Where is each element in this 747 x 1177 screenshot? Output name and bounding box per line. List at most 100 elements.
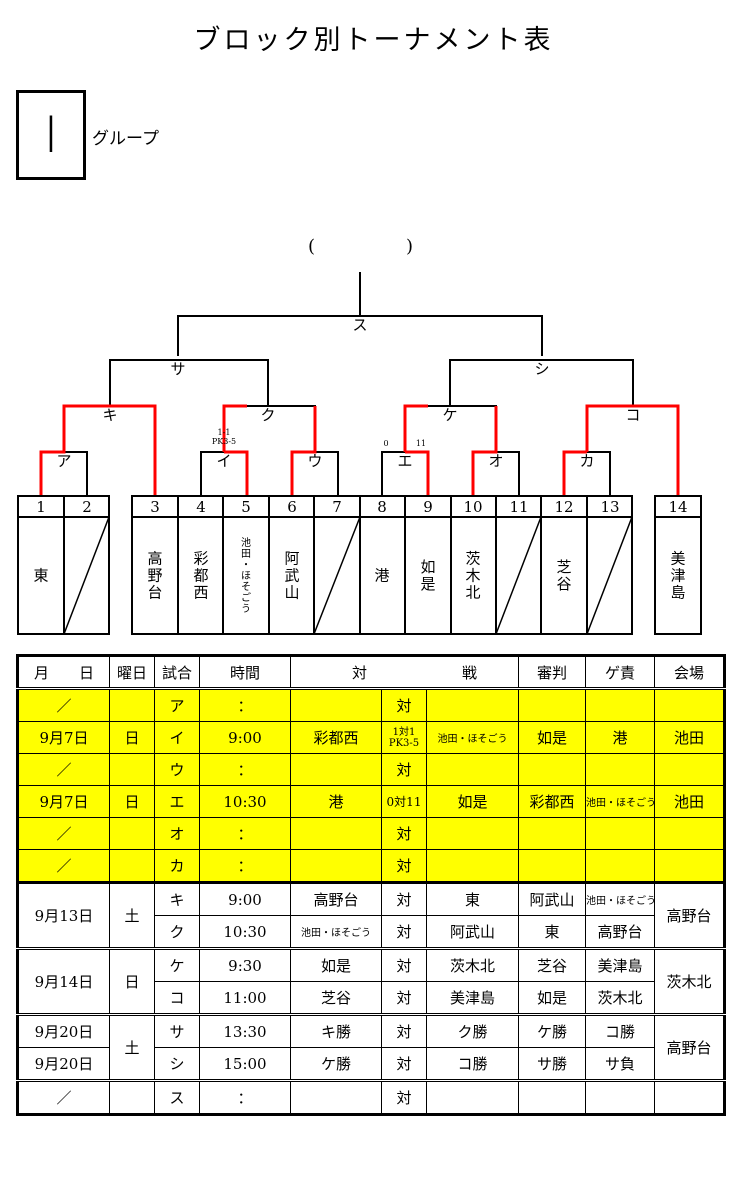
final-paren-close: )	[406, 236, 414, 257]
cell-team1	[290, 817, 382, 850]
cell-vs: 対	[381, 1013, 427, 1048]
cell-team2: 阿武山	[425, 915, 520, 949]
cell-vs: 対	[381, 1079, 427, 1115]
cell-weekday: 日	[109, 785, 155, 818]
header-vs-right: 戦	[462, 663, 478, 682]
cell-match: イ	[154, 721, 200, 754]
cell-referee	[518, 817, 587, 850]
cell-duty	[585, 849, 656, 883]
cell-team1: 池田・ほそごう	[290, 915, 382, 949]
cell-team1: 彩都西	[290, 721, 382, 754]
team-number: 6	[287, 498, 297, 516]
match-label-u: ウ	[307, 452, 322, 470]
score-e-left: 0	[383, 439, 388, 448]
cell-referee: 芝谷	[518, 947, 587, 982]
cell-vs: 0対11	[381, 785, 427, 818]
cell-time: ：	[199, 753, 291, 786]
cell-time: ：	[199, 687, 291, 722]
advance-line-left	[39, 404, 157, 496]
cell-date: 9月20日	[17, 1047, 110, 1081]
cell-duty: 高野台	[585, 915, 656, 949]
team-name: 港	[374, 566, 389, 584]
match-label-shi: シ	[534, 360, 549, 378]
cell-time: 10:30	[199, 785, 291, 818]
score-e-right: 11	[416, 439, 426, 448]
team-number: 7	[332, 498, 342, 516]
cell-date: ／	[17, 1079, 110, 1115]
cell-vs: 対	[381, 947, 427, 982]
cell-weekday: 土	[109, 1013, 155, 1081]
group-letter-box: I	[16, 90, 86, 180]
cell-team2: ク勝	[425, 1013, 520, 1048]
team-number: 2	[82, 498, 92, 516]
cell-venue: 高野台	[654, 1013, 726, 1081]
cell-team2: 茨木北	[425, 947, 520, 982]
header-vs-left: 対	[352, 663, 368, 682]
team-number: 1	[36, 498, 46, 516]
cell-match: ク	[154, 915, 200, 949]
schedule-row: ／ア：対	[17, 687, 726, 722]
cell-team1: キ勝	[290, 1013, 382, 1048]
cell-duty	[585, 817, 656, 850]
cell-vs: 対	[381, 687, 427, 722]
cell-vs: 対	[381, 817, 427, 850]
bracket-line-shi	[449, 359, 634, 406]
team-number: 13	[600, 498, 619, 516]
cell-referee: 如是	[518, 721, 587, 754]
cell-date: ／	[17, 753, 110, 786]
schedule-row: ／カ：対	[17, 849, 726, 883]
cell-time: 13:30	[199, 1013, 291, 1048]
cell-time: ：	[199, 1079, 291, 1115]
team-boxes	[17, 495, 702, 635]
team-name: 如是	[420, 558, 435, 593]
cell-referee: サ勝	[518, 1047, 587, 1081]
cell-weekday: 日	[109, 721, 155, 754]
header-date: 月 日	[17, 655, 110, 689]
cell-duty: 港	[585, 721, 656, 754]
advance-lines	[39, 404, 680, 496]
cell-duty: 茨木北	[585, 981, 656, 1015]
cell-weekday	[109, 817, 155, 850]
cell-referee: 東	[518, 915, 587, 949]
cell-match: シ	[154, 1047, 200, 1081]
team-number: 8	[377, 498, 387, 516]
cell-referee	[518, 687, 587, 722]
cell-time: 15:00	[199, 1047, 291, 1081]
cell-duty: 池田・ほそごう	[585, 881, 656, 916]
cell-duty	[585, 687, 656, 722]
header-weekday: 曜日	[109, 655, 155, 689]
score-i: 1-1	[218, 428, 231, 437]
cell-team2	[425, 817, 520, 850]
team-number: 5	[241, 498, 251, 516]
match-label-o: オ	[488, 452, 503, 470]
cell-weekday	[109, 849, 155, 883]
team-number: 3	[150, 498, 160, 516]
cell-team1	[290, 687, 382, 722]
cell-team2: 東	[425, 881, 520, 916]
team-name: 芝谷	[556, 558, 571, 593]
cell-team2	[425, 753, 520, 786]
cell-date: 9月14日	[17, 947, 110, 1015]
cell-venue: 茨木北	[654, 947, 726, 1015]
cell-weekday: 日	[109, 947, 155, 1015]
cell-date: 9月20日	[17, 1013, 110, 1048]
cell-match: キ	[154, 881, 200, 916]
team-name: 阿武山	[284, 549, 299, 601]
cell-weekday: 土	[109, 881, 155, 949]
team-name: 東	[33, 566, 48, 584]
team-number: 10	[463, 498, 482, 516]
cell-team2	[425, 1079, 520, 1115]
match-label-su: ス	[352, 316, 367, 334]
cell-team2: 美津島	[425, 981, 520, 1015]
header-duty: ゲ責	[585, 655, 656, 689]
cell-venue	[654, 849, 726, 883]
cell-match: ケ	[154, 947, 200, 982]
cell-match: エ	[154, 785, 200, 818]
cell-weekday	[109, 753, 155, 786]
header-match: 試合	[154, 655, 200, 689]
